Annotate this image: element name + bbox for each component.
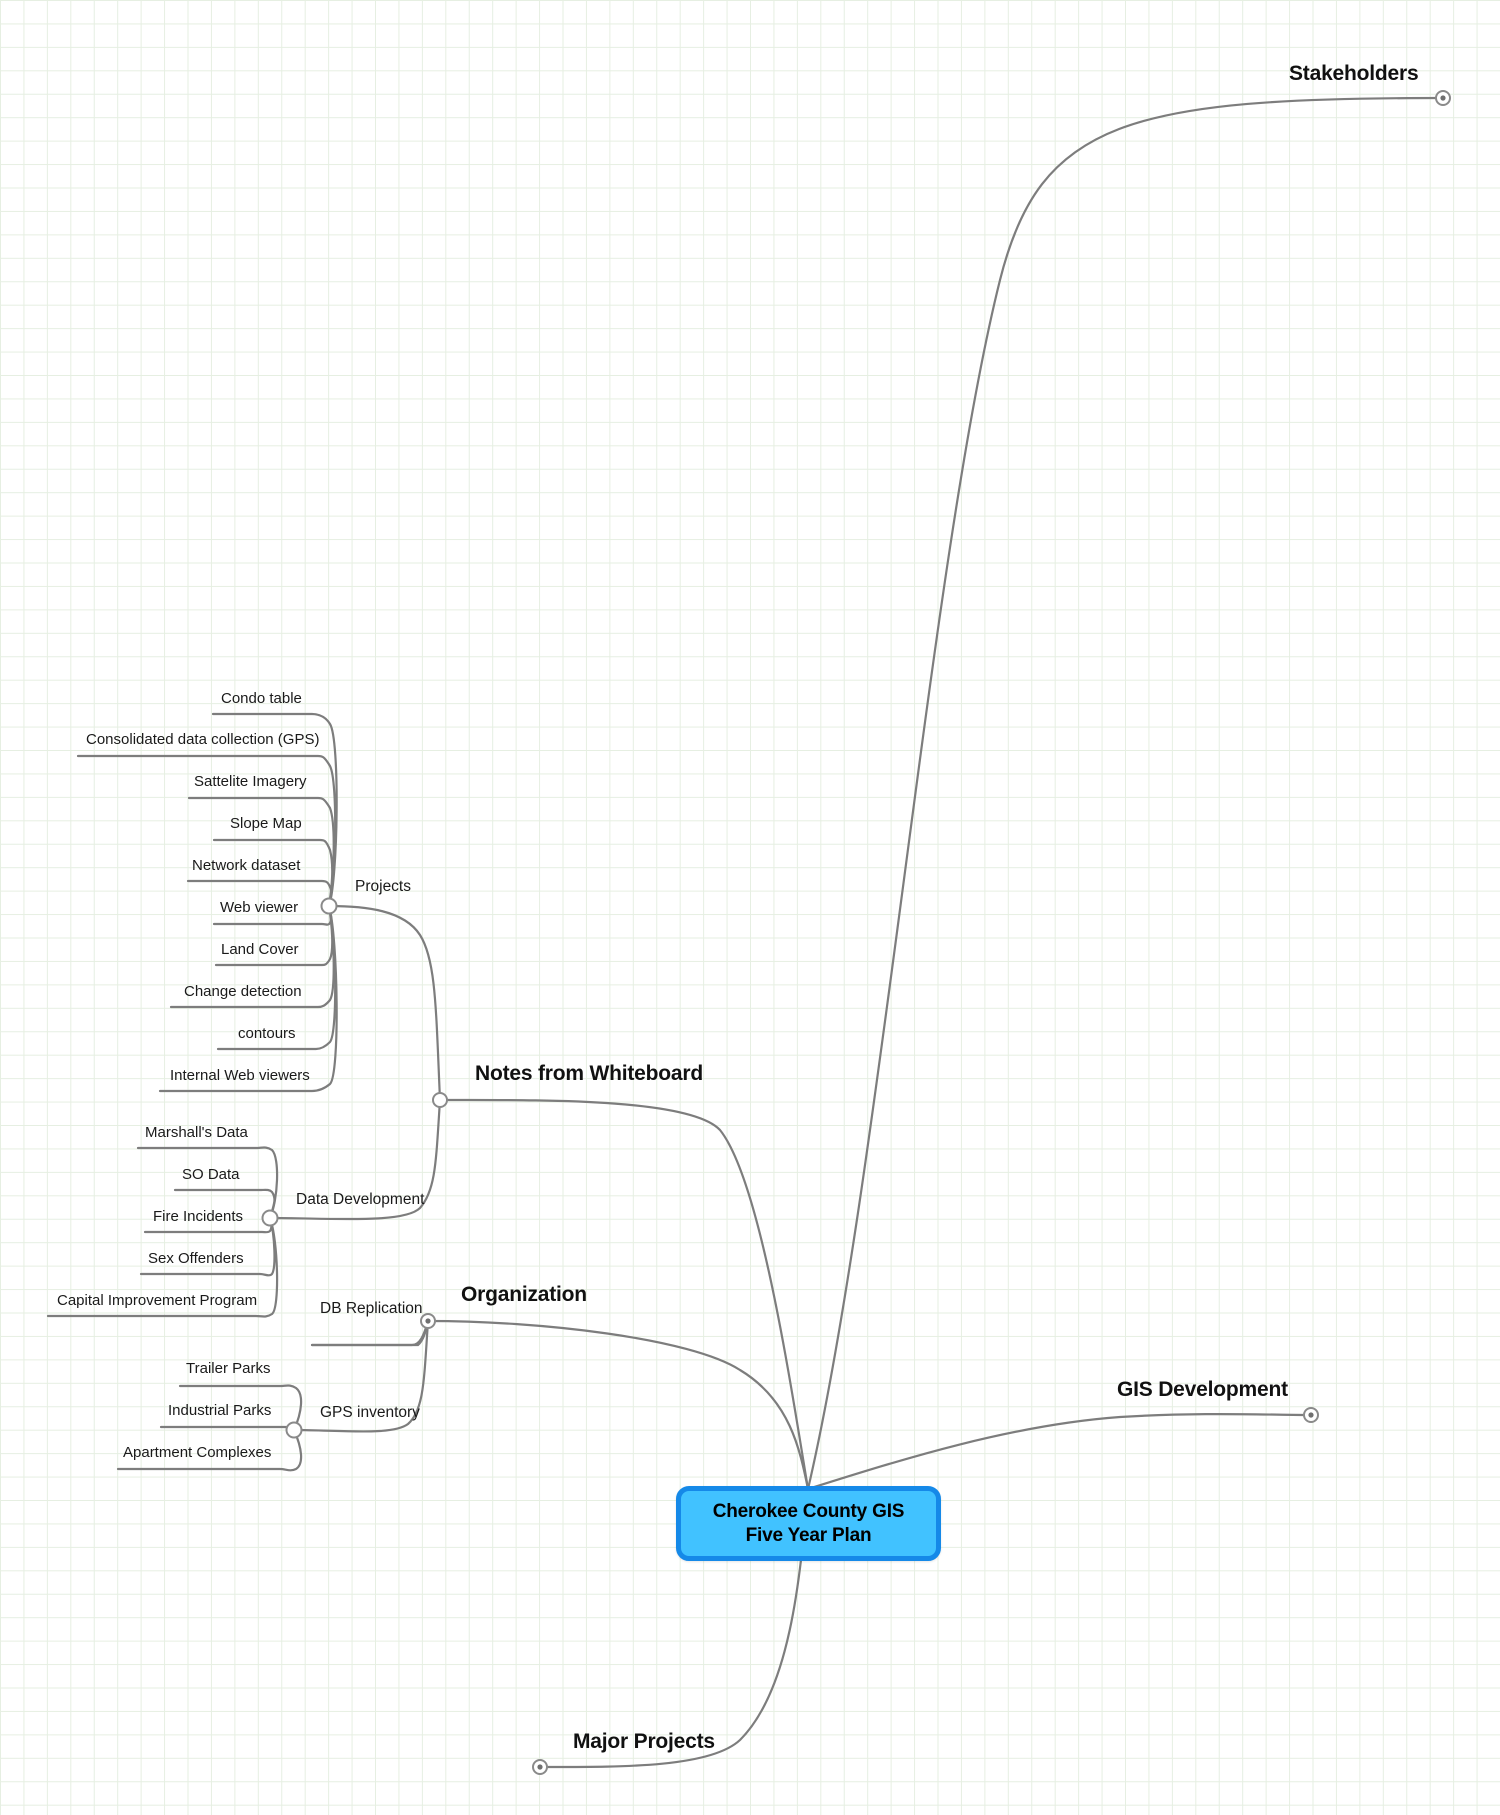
node-handle-major-projects-dot: [537, 1764, 543, 1770]
leaf-label-apartment-complexes[interactable]: Apartment Complexes: [123, 1444, 272, 1461]
edge-root-gis-development: [806, 1413, 1313, 1491]
node-handle-organization: [420, 1313, 436, 1329]
leaf-label-slope-map[interactable]: Slope Map: [230, 815, 302, 832]
node-label-projects[interactable]: Projects: [355, 878, 411, 895]
leaf-label-fire-incidents[interactable]: Fire Incidents: [153, 1208, 244, 1225]
node-handle-projects: [320, 897, 338, 915]
node-handle-data-development: [261, 1209, 279, 1227]
leaf-label-trailer-parks[interactable]: Trailer Parks: [186, 1360, 271, 1377]
edge-notes-projects: [327, 904, 442, 1102]
leaf-label-sex-offenders[interactable]: Sex Offenders: [148, 1250, 244, 1267]
node-handle-stakeholders-dot: [1440, 95, 1446, 101]
leaf-label-sattelite-imagery[interactable]: Sattelite Imagery: [194, 773, 307, 790]
node-handle-organization-dot: [425, 1318, 431, 1324]
leaf-label-industrial-parks[interactable]: Industrial Parks: [168, 1402, 272, 1419]
node-label-db-replication[interactable]: DB Replication: [320, 1300, 423, 1317]
node-handle-major-projects: [532, 1759, 548, 1775]
branch-label-major-projects[interactable]: Major Projects: [573, 1730, 715, 1753]
leaf-label-capital-improvement-program[interactable]: Capital Improvement Program: [57, 1292, 258, 1309]
branch-label-notes-from-whiteboard[interactable]: Notes from Whiteboard: [475, 1062, 703, 1085]
leaf-label-network-dataset[interactable]: Network dataset: [192, 857, 301, 874]
edge-gps-leaf-1: [159, 1425, 297, 1432]
leaf-label-change-detection[interactable]: Change detection: [184, 983, 302, 1000]
leaf-label-web-viewer[interactable]: Web viewer: [220, 899, 299, 916]
branch-label-organization[interactable]: Organization: [461, 1283, 587, 1306]
node-label-gps-inventory[interactable]: GPS inventory: [320, 1404, 420, 1421]
leaf-label-contours[interactable]: contours: [238, 1025, 296, 1042]
node-handle-gps-inventory: [285, 1421, 303, 1439]
leaf-label-consolidated-data-collection[interactable]: Consolidated data collection (GPS): [86, 731, 320, 748]
edge-root-organization: [426, 1319, 810, 1491]
node-label-data-development[interactable]: Data Development: [296, 1191, 425, 1208]
node-handle-gis-development-dot: [1308, 1412, 1314, 1418]
node-handle-stakeholders: [1435, 90, 1451, 106]
edge-db-replication-line: [310, 1319, 430, 1347]
leaf-label-condo-table[interactable]: Condo table: [221, 690, 302, 707]
root-node-label: Cherokee County GIS Five Year Plan: [712, 1500, 905, 1546]
branch-label-stakeholders[interactable]: Stakeholders: [1289, 62, 1419, 85]
leaf-label-marshalls-data[interactable]: Marshall's Data: [145, 1124, 248, 1141]
edge-root-stakeholders: [806, 96, 1445, 1491]
leaf-label-internal-web-viewers[interactable]: Internal Web viewers: [170, 1067, 310, 1084]
root-node[interactable]: Cherokee County GIS Five Year Plan: [676, 1486, 941, 1561]
node-handle-notes: [432, 1092, 448, 1108]
branch-label-gis-development[interactable]: GIS Development: [1117, 1378, 1288, 1401]
node-handle-gis-development: [1303, 1407, 1319, 1423]
leaf-label-land-cover[interactable]: Land Cover: [221, 941, 299, 958]
leaf-label-so-data[interactable]: SO Data: [182, 1166, 240, 1183]
edge-organization-db-replication: [310, 1319, 430, 1347]
